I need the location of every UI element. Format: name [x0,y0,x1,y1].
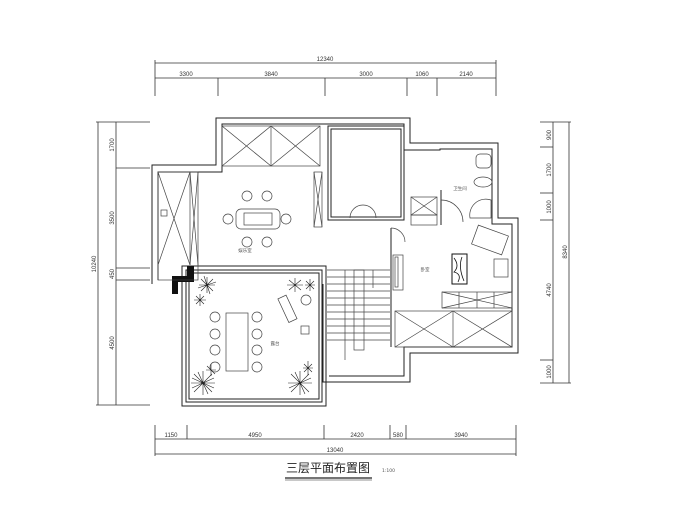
top-dimension: 3300 [179,72,193,78]
bottom-dimension: 580 [393,433,404,439]
right-total-dimension: 8340 [563,245,569,259]
left-dimension: 3500 [110,211,116,225]
plant-icon [303,361,313,375]
right-dimension: 1700 [547,163,553,177]
top-dimension-chain: 12340 3300 3840 3000 1060 2140 [154,57,497,96]
top-dimension: 1060 [415,72,429,78]
right-dimension: 1000 [547,200,553,214]
game-room-table [222,190,292,248]
room-label-bedroom: 卧室 [421,266,430,273]
right-dimension: 900 [547,129,553,140]
plant-icon [287,278,303,292]
left-dimension-chain: 10240 1700 3500 450 4500 [92,121,150,406]
right-dimension: 1000 [547,365,553,379]
top-total-dimension: 12340 [317,57,334,63]
room-label-game-room: 娱乐室 [238,247,252,254]
bottom-dimension: 3940 [454,433,468,439]
plant-icon [197,275,217,295]
plant-icon [191,371,215,395]
room-label-bathroom: 卫生间 [453,185,467,192]
right-dimension-chain: 900 1700 1000 4740 1000 8340 [540,121,571,384]
bottom-dimension-chain: 1150 4950 2420 580 3940 13040 [154,425,517,456]
top-dimension: 2140 [459,72,473,78]
staircase [327,269,390,360]
terrace-table [209,294,312,373]
plant-icon [305,279,315,291]
bottom-dimension: 1150 [165,433,179,439]
bottom-dimension: 2420 [350,433,364,439]
plant-icon [288,371,312,395]
left-dimension: 450 [110,268,116,279]
left-total-dimension: 10240 [92,255,98,272]
bottom-total-dimension: 13040 [327,448,344,454]
plant-icon [206,364,216,376]
scale-note: 1:100 [382,468,395,474]
room-label-terrace: 露台 [271,340,280,347]
left-dimension: 4500 [110,336,116,350]
left-dimension: 1700 [110,138,116,152]
drawing-title: 三层平面布置图 [286,461,370,475]
plant-icon [194,294,206,306]
top-dimension: 3000 [359,72,373,78]
bottom-dimension: 4950 [248,433,262,439]
top-dimension: 3840 [264,72,278,78]
right-dimension: 4740 [547,283,553,297]
plants [191,275,315,395]
interior-walls [157,125,513,360]
